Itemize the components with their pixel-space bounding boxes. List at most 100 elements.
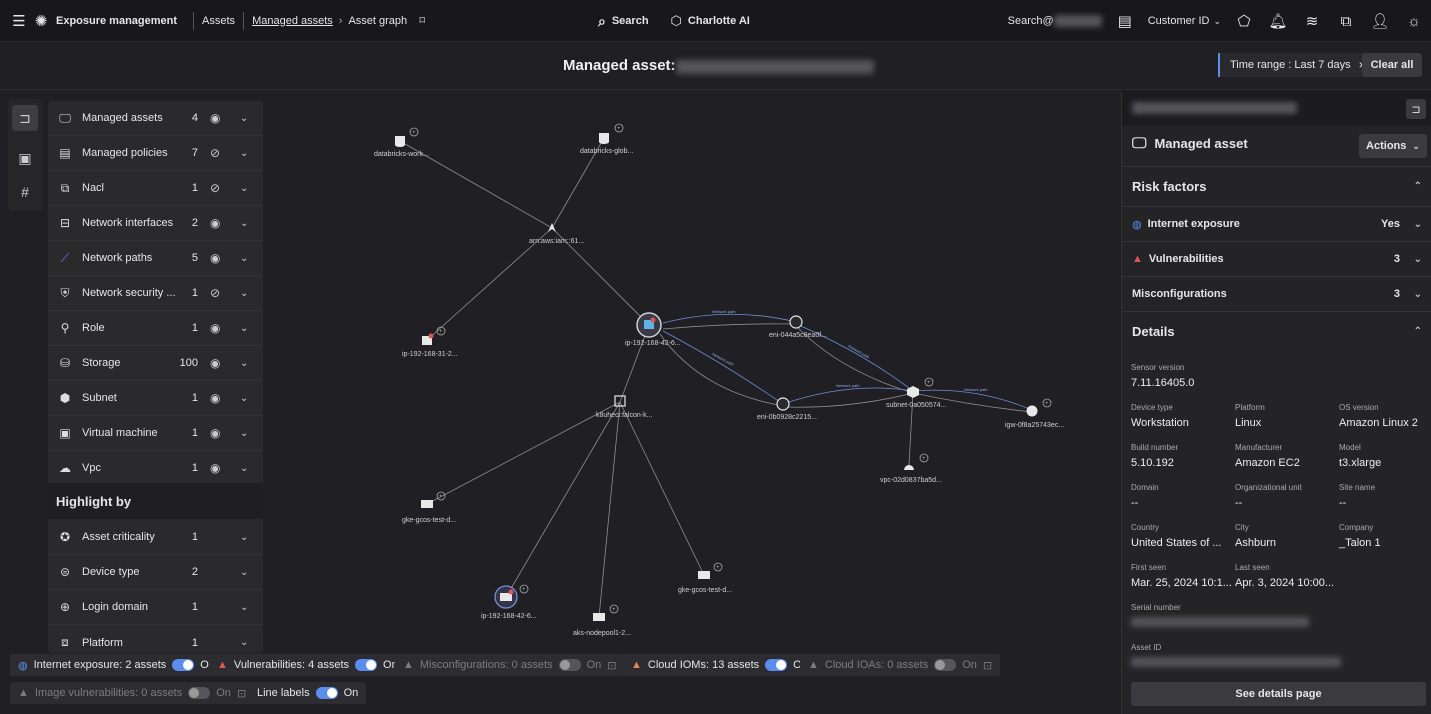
chevron-down-icon[interactable]: ⌄: [240, 566, 249, 578]
graph-node[interactable]: + vpc-02d0837ba5d...: [880, 453, 942, 484]
filter-row-role[interactable]: ⚲ Role 1 ◉ ⌄: [48, 311, 263, 346]
see-details-page-button[interactable]: See details page: [1131, 682, 1426, 706]
app-brand[interactable]: Exposure management: [56, 14, 178, 27]
breadcrumb-assets[interactable]: Assets: [202, 14, 236, 27]
chevron-down-icon[interactable]: ⌄: [240, 601, 249, 613]
toggle-switch[interactable]: [558, 659, 581, 671]
filter-row-network-security[interactable]: ⛨ Network security ... 1 ⊘ ⌄: [48, 276, 263, 311]
user-icon[interactable]: 👤︎: [1370, 13, 1390, 30]
chevron-down-icon[interactable]: ⌄: [1413, 288, 1422, 300]
risk-internet-exposure[interactable]: ◍ Internet exposure Yes ⌄: [1122, 206, 1431, 241]
time-range-filter[interactable]: Time range : Last 7 days ×: [1218, 53, 1376, 77]
toggle-switch[interactable]: [355, 659, 378, 671]
code-icon[interactable]: ⧉: [1340, 12, 1352, 30]
eye-icon[interactable]: ◉: [210, 321, 221, 335]
grid-hash-icon[interactable]: #: [21, 184, 29, 200]
filter-row-nacl[interactable]: ⧉ Nacl 1 ⊘ ⌄: [48, 171, 263, 206]
graph-node[interactable]: + ip-192-168-42-6...: [481, 584, 537, 620]
graph-node[interactable]: + databricks-glob...: [580, 123, 633, 155]
graph-node[interactable]: + gke-gcos-test-d...: [402, 491, 456, 524]
chevron-up-icon[interactable]: ⌃: [1413, 326, 1422, 337]
toggle-image-vulnerabilities[interactable]: ▲ Image vulnerabilities: 0 assets On ⊡: [10, 682, 255, 704]
chevron-down-icon[interactable]: ⌄: [240, 182, 249, 194]
toggle-line-labels[interactable]: Line labels On: [249, 682, 367, 704]
bookmark-icon[interactable]: ⌑: [419, 15, 425, 27]
toggle-vulnerabilities[interactable]: ▲ Vulnerabilities: 4 assets On: [209, 654, 406, 676]
graph-node[interactable]: + aks-nodepool1-2...: [573, 604, 631, 637]
filter-row-subnet[interactable]: ⬢ Subnet 1 ◉ ⌄: [48, 381, 263, 416]
graph-node[interactable]: + gke-gcos-test-d...: [678, 562, 732, 594]
graph-node-selected[interactable]: ip-192-168-42-6...: [625, 312, 681, 347]
eye-icon[interactable]: ◉: [210, 461, 221, 475]
eye-icon[interactable]: ◉: [210, 356, 221, 370]
charlotte-ai-button[interactable]: ⬡ Charlotte AI: [671, 13, 750, 29]
filter-row-vpc[interactable]: ☁ Vpc 1 ◉ ⌄: [48, 451, 263, 486]
chevron-down-icon[interactable]: ⌄: [240, 252, 249, 264]
chevron-down-icon[interactable]: ⌄: [240, 427, 249, 439]
eye-icon[interactable]: ◉: [210, 251, 221, 265]
eye-slash-icon[interactable]: ⊘: [210, 146, 221, 160]
collapse-panel-icon[interactable]: ⊐: [1406, 99, 1426, 119]
highlight-row-login-domain[interactable]: ⊕ Login domain 1 ⌄: [48, 590, 263, 625]
chevron-down-icon[interactable]: ⌄: [240, 531, 249, 543]
chevron-down-icon[interactable]: ⌄: [240, 112, 249, 124]
actions-button[interactable]: Actions ⌄: [1359, 134, 1427, 158]
chevron-down-icon[interactable]: ⌄: [240, 147, 249, 159]
eye-slash-icon[interactable]: ⊘: [210, 286, 221, 300]
highlight-row-device-type[interactable]: ⊜ Device type 2 ⌄: [48, 555, 263, 590]
eye-icon[interactable]: ◉: [210, 426, 221, 440]
eye-slash-icon[interactable]: ⊘: [210, 181, 221, 195]
graph-node[interactable]: eni-044a5c8ea0f...: [769, 315, 827, 339]
customer-id-dropdown[interactable]: Customer ID ⌄: [1148, 15, 1221, 27]
chevron-down-icon[interactable]: ⌄: [240, 217, 249, 229]
filter-row-managed-policies[interactable]: ▤ Managed policies 7 ⊘ ⌄: [48, 136, 263, 171]
chevron-down-icon[interactable]: ⌄: [240, 287, 249, 299]
breadcrumb-managed-assets[interactable]: Managed assets: [252, 14, 333, 27]
graph-node[interactable]: + databricks-work...: [374, 127, 429, 158]
grid-icon[interactable]: ▤: [1117, 13, 1132, 30]
risk-misconfigurations[interactable]: Misconfigurations 3 ⌄: [1122, 276, 1431, 311]
highlight-row-platform[interactable]: ⧈ Platform 1 ⌄: [48, 625, 263, 653]
stack-icon[interactable]: ≋: [1305, 13, 1319, 30]
filter-row-storage[interactable]: ⛁ Storage 100 ◉ ⌄: [48, 346, 263, 381]
toggle-misconfigurations[interactable]: ▲ Misconfigurations: 0 assets On ⊡: [395, 654, 625, 676]
chevron-down-icon[interactable]: ⌄: [1413, 218, 1422, 230]
theme-icon[interactable]: ☼: [1407, 12, 1421, 30]
chevron-down-icon[interactable]: ⌄: [240, 322, 249, 334]
filter-row-managed-assets[interactable]: 🖵︎ Managed assets 4 ◉ ⌄: [48, 101, 263, 136]
toggle-switch[interactable]: [172, 659, 195, 671]
eye-icon[interactable]: ◉: [210, 111, 221, 125]
graph-node[interactable]: eni-0b0928c2215...: [757, 397, 817, 421]
graph-canvas[interactable]: .edge { stroke: #8d8d94; stroke-width: 0…: [0, 91, 1120, 714]
user-account[interactable]: Search@: [1008, 15, 1102, 27]
graph-node[interactable]: + ip-192-168-31-2...: [402, 326, 458, 358]
filter-row-network-paths[interactable]: ⟋ Network paths 5 ◉ ⌄: [48, 241, 263, 276]
graph-node[interactable]: k8uheci:falcon-k...: [596, 395, 652, 419]
chevron-down-icon[interactable]: ⌄: [240, 462, 249, 474]
chevron-down-icon[interactable]: ⌄: [240, 392, 249, 404]
filter-row-network-interfaces[interactable]: ⊟ Network interfaces 2 ◉ ⌄: [48, 206, 263, 241]
chevron-down-icon[interactable]: ⌄: [240, 357, 249, 369]
toggle-switch[interactable]: [934, 659, 957, 671]
search-button[interactable]: ⌕ Search: [598, 13, 649, 30]
chevron-up-icon[interactable]: ⌃: [1413, 181, 1422, 192]
risk-vulnerabilities[interactable]: ▲ Vulnerabilities 3 ⌄: [1122, 241, 1431, 276]
eye-icon[interactable]: ◉: [210, 391, 221, 405]
graph-node[interactable]: + subnet-0a050574...: [886, 377, 946, 409]
details-header[interactable]: Details ⌃: [1122, 311, 1431, 351]
image-icon[interactable]: ▣: [18, 149, 32, 166]
falcon-icon[interactable]: ⬠: [1237, 13, 1251, 30]
chevron-down-icon[interactable]: ⌄: [240, 637, 249, 648]
panel-toggle-icon[interactable]: ⊐: [12, 105, 38, 131]
toggle-switch[interactable]: [765, 659, 788, 671]
highlight-row-asset-criticality[interactable]: ✪ Asset criticality 1 ⌄: [48, 520, 263, 555]
toggle-switch[interactable]: [188, 687, 211, 699]
risk-factors-header[interactable]: Risk factors ⌃: [1122, 166, 1431, 206]
graph-node[interactable]: + igw-0f8a25743ec...: [1005, 398, 1064, 429]
graph-node[interactable]: arn:aws:iam::61...: [529, 223, 584, 245]
clear-all-button[interactable]: Clear all: [1362, 53, 1422, 77]
toggle-switch[interactable]: [315, 687, 338, 699]
toggle-internet-exposure[interactable]: ◍ Internet exposure: 2 assets On: [10, 654, 223, 676]
toggle-cloud-ioas[interactable]: ▲ Cloud IOAs: 0 assets On ⊡: [800, 654, 1001, 676]
eye-icon[interactable]: ◉: [210, 216, 221, 230]
